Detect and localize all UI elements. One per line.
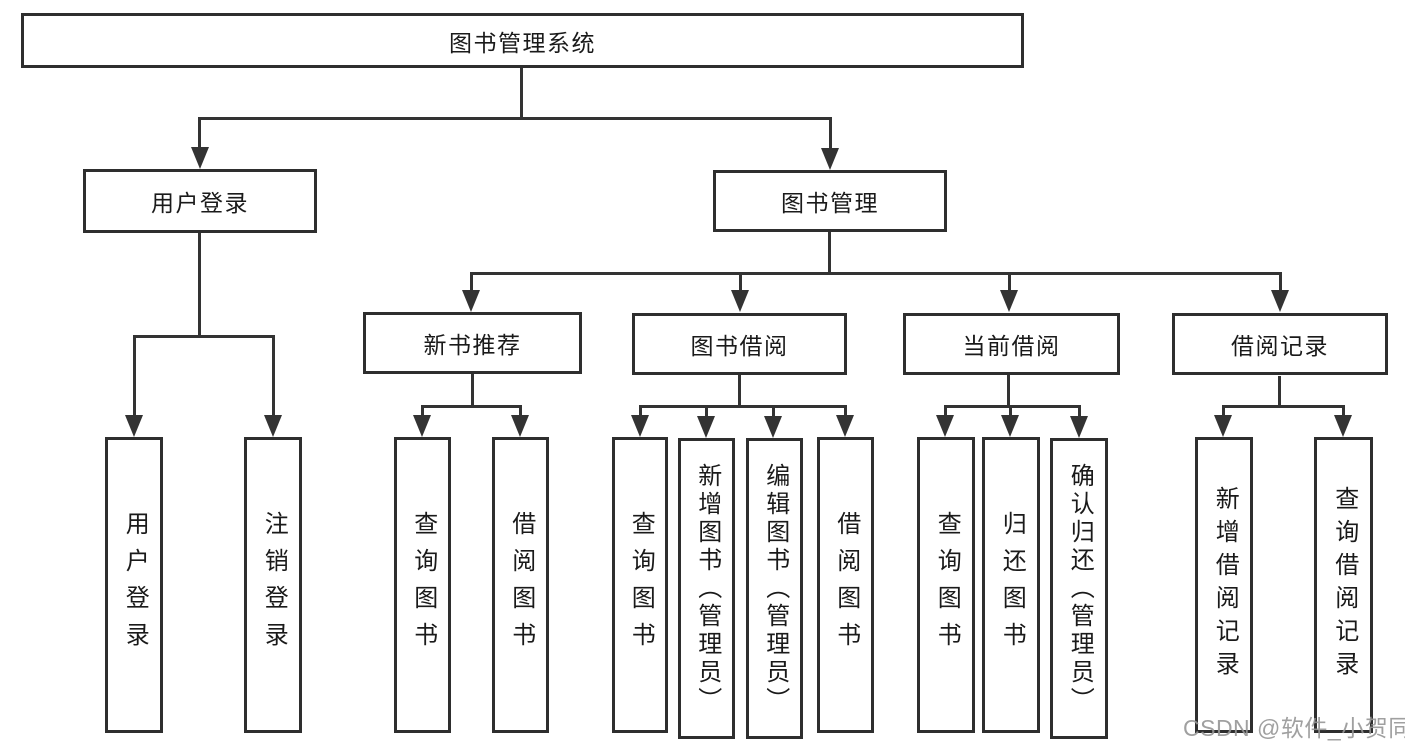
connector-arrowhead-icon <box>1070 416 1088 438</box>
connector-line-vertical <box>1222 405 1225 417</box>
connector-line-vertical <box>470 272 473 292</box>
connector-line-vertical <box>198 117 201 150</box>
connector-line-vertical <box>198 233 201 337</box>
leaf-borrow-books: 借阅图书 <box>817 437 874 733</box>
connector-arrowhead-icon <box>1334 415 1352 437</box>
connector-line-horizontal <box>198 117 832 120</box>
connector-line-vertical <box>738 375 741 407</box>
connector-line-horizontal <box>639 405 847 408</box>
connector-line-vertical <box>1008 272 1011 292</box>
node-borrow-records: 借阅记录 <box>1172 313 1388 375</box>
leaf-add-borrow-record: 新增借阅记录 <box>1195 437 1253 733</box>
connector-arrowhead-icon <box>1214 415 1232 437</box>
connector-line-vertical <box>471 374 474 407</box>
connector-line-vertical <box>1007 375 1010 407</box>
leaf-return-books: 归还图书 <box>982 437 1040 733</box>
connector-line-vertical <box>520 68 523 119</box>
connector-arrowhead-icon <box>731 290 749 312</box>
connector-line-horizontal <box>944 405 1081 408</box>
leaf-user-login: 用户登录 <box>105 437 163 733</box>
connector-line-vertical <box>1009 405 1012 417</box>
leaf-query-books-current: 查询图书 <box>917 437 975 733</box>
connector-line-vertical <box>705 405 708 417</box>
leaf-query-books-borrow: 查询图书 <box>612 437 668 733</box>
connector-arrowhead-icon <box>697 416 715 438</box>
leaf-edit-book-admin: 编辑图书（管理员） <box>746 438 803 739</box>
connector-line-vertical <box>944 405 947 417</box>
node-library-system: 图书管理系统 <box>21 13 1024 68</box>
connector-arrowhead-icon <box>413 415 431 437</box>
leaf-query-books-recommend: 查询图书 <box>394 437 451 733</box>
connector-arrowhead-icon <box>1271 290 1289 312</box>
connector-line-vertical <box>421 405 424 417</box>
connector-line-vertical <box>519 405 522 417</box>
connector-line-vertical <box>1078 405 1081 417</box>
connector-line-vertical <box>844 405 847 417</box>
connector-line-vertical <box>1342 405 1345 417</box>
connector-arrowhead-icon <box>764 416 782 438</box>
connector-arrowhead-icon <box>821 148 839 170</box>
connector-arrowhead-icon <box>936 415 954 437</box>
leaf-confirm-return-admin: 确认归还（管理员） <box>1050 438 1108 739</box>
connector-arrowhead-icon <box>1001 415 1019 437</box>
connector-line-vertical <box>1278 376 1281 407</box>
connector-arrowhead-icon <box>511 415 529 437</box>
connector-line-vertical <box>133 335 136 417</box>
leaf-borrow-books-recommend: 借阅图书 <box>492 437 549 733</box>
connector-arrowhead-icon <box>1000 290 1018 312</box>
connector-line-horizontal <box>421 405 522 408</box>
connector-line-vertical <box>639 405 642 417</box>
connector-arrowhead-icon <box>631 415 649 437</box>
watermark: CSDN @软件_小贺同学 <box>1183 715 1405 741</box>
connector-line-vertical <box>828 232 831 274</box>
connector-line-vertical <box>1279 272 1282 292</box>
node-current-borrow: 当前借阅 <box>903 313 1120 375</box>
connector-arrowhead-icon <box>836 415 854 437</box>
connector-line-vertical <box>829 117 832 151</box>
connector-line-vertical <box>772 405 775 417</box>
connector-arrowhead-icon <box>125 415 143 437</box>
node-book-management: 图书管理 <box>713 170 947 232</box>
connector-line-horizontal <box>1222 405 1345 408</box>
connector-line-vertical <box>272 335 275 417</box>
connector-arrowhead-icon <box>191 147 209 169</box>
leaf-logout: 注销登录 <box>244 437 302 733</box>
connector-line-horizontal <box>470 272 1282 275</box>
node-book-borrow: 图书借阅 <box>632 313 847 375</box>
connector-line-horizontal <box>133 335 275 338</box>
leaf-add-book-admin: 新增图书（管理员） <box>678 438 735 739</box>
connector-arrowhead-icon <box>264 415 282 437</box>
connector-line-vertical <box>739 272 742 292</box>
leaf-query-borrow-record: 查询借阅记录 <box>1314 437 1373 733</box>
connector-arrowhead-icon <box>462 290 480 312</box>
node-user-login: 用户登录 <box>83 169 317 233</box>
node-new-book-recommend: 新书推荐 <box>363 312 582 374</box>
